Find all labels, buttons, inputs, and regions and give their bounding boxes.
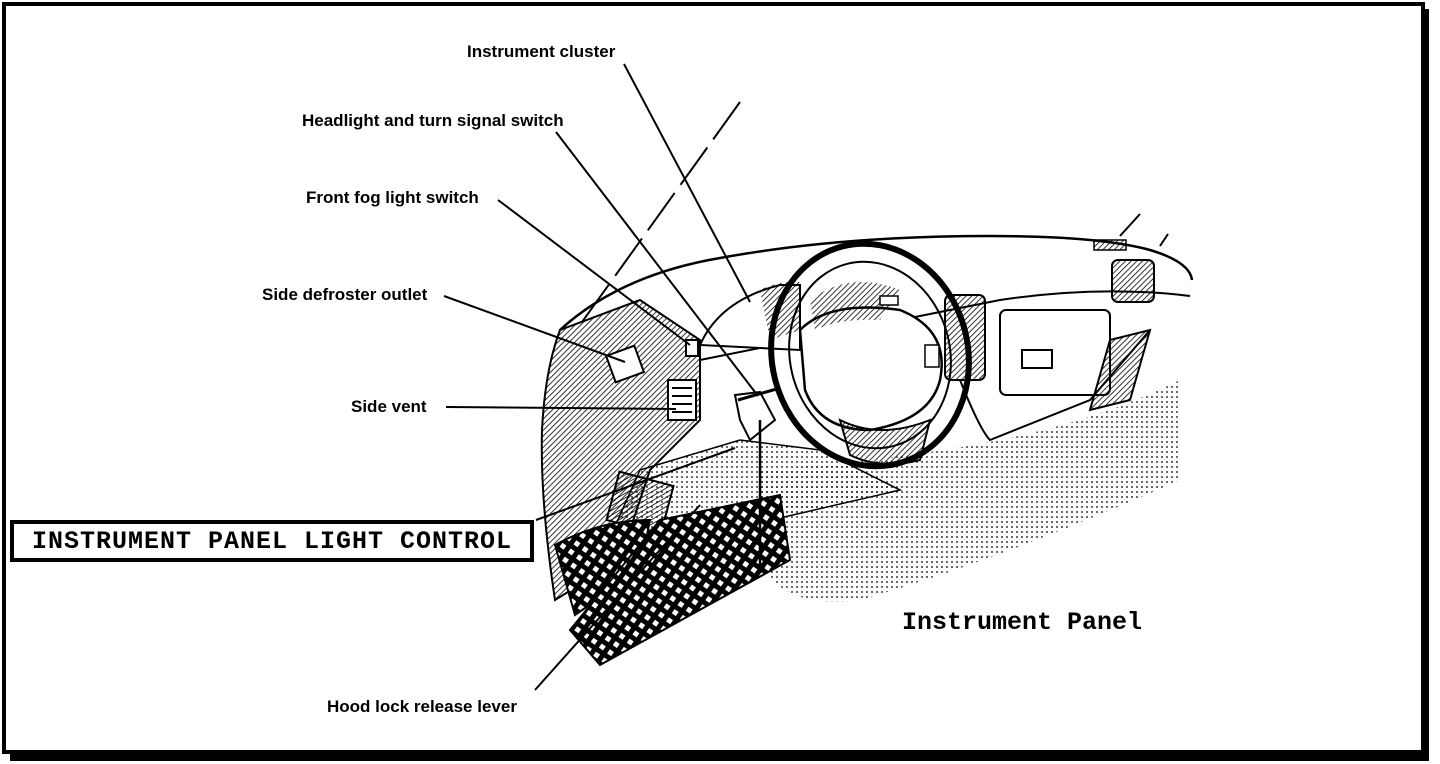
cruise-switch	[924, 344, 940, 368]
center-vent-right	[1111, 259, 1155, 303]
panel-light-control-title: INSTRUMENT PANEL LIGHT CONTROL	[31, 526, 513, 556]
label-side-defroster-outlet: Side defroster outlet	[262, 285, 428, 304]
floor-dotted	[760, 380, 1180, 602]
leader-lines	[443, 63, 759, 691]
windshield-line	[581, 101, 741, 323]
panel-light-control-box: INSTRUMENT PANEL LIGHT CONTROL	[10, 520, 534, 562]
side-vent-grille	[667, 379, 697, 421]
lower-right-vent	[1088, 328, 1152, 412]
frame-border	[2, 2, 1425, 754]
label-fog-light-switch: Front fog light switch	[306, 188, 479, 207]
glovebox	[999, 309, 1111, 396]
floor-mat-right	[568, 493, 792, 667]
dashboard-antenna	[1119, 213, 1141, 237]
dashboard-top	[559, 234, 1194, 331]
leader-side-vent	[445, 406, 677, 410]
door-panel	[540, 298, 701, 602]
diagram-caption: Instrument Panel	[902, 608, 1143, 637]
steering-hub-shade	[810, 282, 900, 330]
label-instrument-cluster: Instrument cluster	[467, 42, 616, 61]
leader-panel-light-control	[535, 447, 736, 521]
leader-instrument-cluster	[623, 63, 751, 303]
leader-hood-lock	[534, 504, 701, 691]
side-vent-slats	[672, 387, 692, 413]
leader-fog-light-switch	[497, 199, 691, 346]
leader-headlight-switch	[555, 131, 759, 397]
glovebox-handle	[1021, 349, 1053, 369]
defroster-grille	[1093, 239, 1127, 251]
label-hood-lock-release-lever: Hood lock release lever	[327, 697, 517, 716]
horn-button	[879, 295, 899, 306]
label-headlight-switch: Headlight and turn signal switch	[302, 111, 564, 130]
leader-side-defroster	[443, 295, 626, 363]
turn-signal-stalk	[737, 386, 781, 402]
label-side-vent: Side vent	[351, 397, 427, 416]
defroster-outlet-shape	[604, 344, 646, 384]
dashboard-antenna-2	[1159, 233, 1169, 247]
